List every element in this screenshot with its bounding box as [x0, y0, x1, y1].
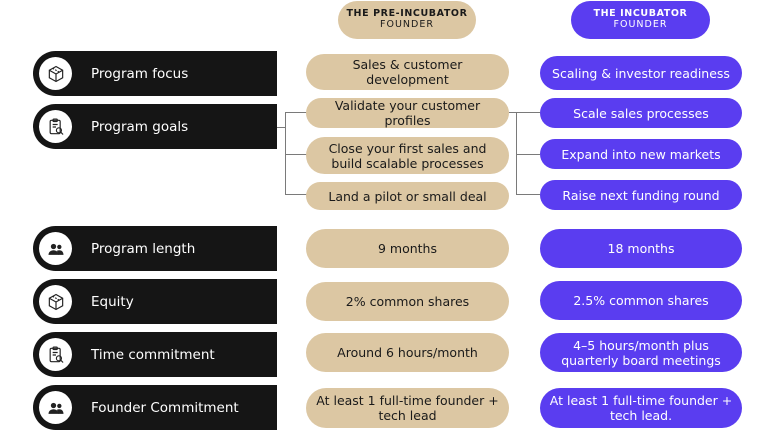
inc-equity: 2.5% common shares — [540, 281, 742, 320]
header-inc-subtitle: FOUNDER — [613, 19, 668, 30]
inc-founder-commitment: At least 1 full-time founder + tech lead… — [540, 388, 742, 428]
pill-text: Scale sales processes — [573, 105, 709, 121]
pre-goal-2: Close your first sales and build scalabl… — [306, 137, 509, 174]
pill-text: 2% common shares — [345, 294, 470, 309]
inc-goal-3: Raise next funding round — [540, 180, 742, 210]
pill-text: Land a pilot or small deal — [328, 188, 487, 204]
pill-text: Raise next funding round — [562, 187, 720, 203]
clipboard-search-icon — [39, 110, 72, 143]
pill-text: At least 1 full-time founder + tech lead — [316, 393, 499, 423]
connector-line — [285, 154, 307, 155]
people-icon — [39, 391, 72, 424]
header-pre-subtitle: FOUNDER — [380, 19, 434, 30]
row-label-founder-commitment: Founder Commitment — [33, 385, 277, 430]
row-label-program-length: Program length — [33, 226, 277, 271]
pill-text: 2.5% common shares — [573, 293, 709, 308]
row-label-program-goals: Program goals — [33, 104, 277, 149]
pre-goal-3: Land a pilot or small deal — [306, 182, 509, 210]
pre-equity: 2% common shares — [306, 282, 509, 321]
row-label-time-commitment: Time commitment — [33, 332, 277, 377]
connector-line — [509, 112, 516, 113]
inc-time-commitment: 4–5 hours/month plus quarterly board mee… — [540, 333, 742, 372]
row-label-text: Program length — [91, 240, 196, 257]
pill-text: Expand into new markets — [561, 146, 721, 162]
row-label-text: Founder Commitment — [91, 399, 239, 416]
row-label-text: Time commitment — [91, 346, 215, 363]
pill-text: 9 months — [377, 241, 437, 256]
goals-bracket-inc — [516, 112, 540, 195]
clipboard-search-icon — [39, 338, 72, 371]
pill-text: 18 months — [607, 241, 675, 256]
header-pre-title: THE PRE-INCUBATOR — [346, 8, 468, 20]
people-icon — [39, 232, 72, 265]
header-pre-incubator: THE PRE-INCUBATOR FOUNDER — [338, 1, 476, 39]
row-label-text: Program goals — [91, 118, 189, 135]
inc-goal-1: Scale sales processes — [540, 98, 742, 128]
row-label-equity: Equity — [33, 279, 277, 324]
connector-line — [277, 127, 285, 128]
pill-text: Around 6 hours/month — [337, 345, 478, 360]
pre-time-commitment: Around 6 hours/month — [306, 333, 509, 372]
connector-line — [516, 154, 540, 155]
header-inc-title: THE INCUBATOR — [593, 8, 688, 20]
row-label-program-focus: Program focus — [33, 51, 277, 96]
box-icon — [39, 285, 72, 318]
pre-founder-commitment: At least 1 full-time founder + tech lead — [306, 388, 509, 428]
inc-goal-2: Expand into new markets — [540, 139, 742, 169]
header-incubator: THE INCUBATOR FOUNDER — [571, 1, 710, 39]
inc-program-focus: Scaling & investor readiness — [540, 56, 742, 90]
row-label-text: Equity — [91, 293, 134, 310]
pill-text: Validate your customer profiles — [334, 98, 481, 128]
row-label-text: Program focus — [91, 65, 189, 82]
pre-program-length: 9 months — [306, 229, 509, 268]
inc-program-length: 18 months — [540, 229, 742, 268]
box-icon — [39, 57, 72, 90]
goals-bracket-pre — [285, 112, 307, 195]
pill-text: Sales & customer development — [352, 57, 463, 87]
pill-text: At least 1 full-time founder + tech lead… — [549, 393, 733, 423]
pre-goal-1: Validate your customer profiles — [306, 98, 509, 128]
pill-text: Close your first sales and build scalabl… — [328, 140, 487, 171]
pre-program-focus: Sales & customer development — [306, 54, 509, 90]
pill-text: Scaling & investor readiness — [552, 65, 730, 81]
pill-text: 4–5 hours/month plus quarterly board mee… — [561, 337, 721, 368]
